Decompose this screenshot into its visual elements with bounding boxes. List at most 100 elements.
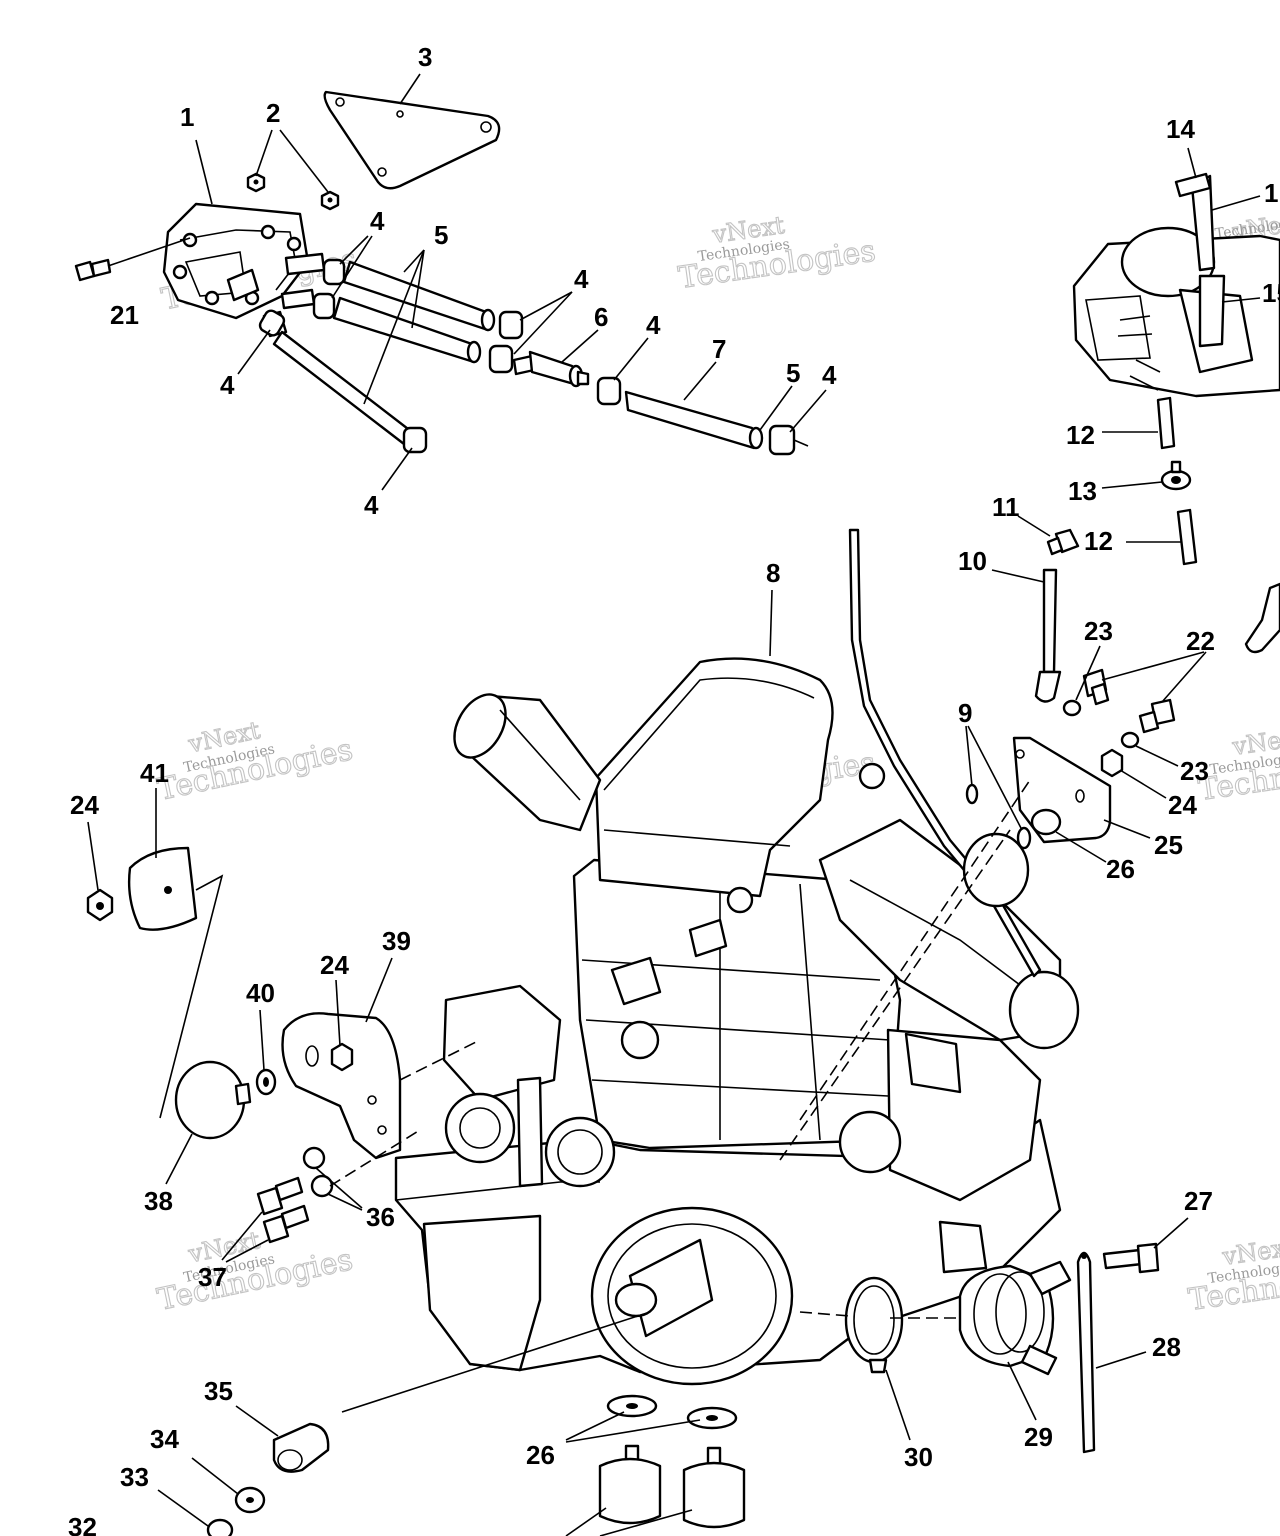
callout-1: 1: [180, 102, 194, 132]
intake-edge: [499, 709, 581, 801]
pump-outlet: [226, 268, 260, 302]
leader-line: [885, 1369, 911, 1441]
callout-4b: 4: [220, 370, 235, 400]
head-cover: [594, 657, 834, 898]
bolt-head: [1136, 1242, 1160, 1274]
leader-line: [225, 1239, 269, 1263]
washer-hole: [246, 1497, 254, 1503]
hose-clamp: [258, 309, 286, 337]
vent-hose: [1176, 508, 1198, 566]
boot-tab: [1028, 1260, 1072, 1296]
pump-screw: [286, 236, 302, 252]
nut: [1100, 748, 1124, 778]
callout-27: 27: [1184, 1186, 1213, 1216]
callout-10: 10: [958, 546, 987, 576]
mount-stud: [234, 1082, 252, 1106]
filter-outlet: [576, 370, 590, 386]
exhaust-boot: [958, 1264, 1055, 1368]
leader-line: [279, 129, 329, 193]
callout-8: 8: [766, 558, 780, 588]
callout-12b: 12: [1084, 526, 1113, 556]
rubber-mount: [682, 1461, 746, 1529]
callout-40: 40: [246, 978, 275, 1008]
callout-23b: 23: [1180, 756, 1209, 786]
callout-22: 22: [1186, 626, 1215, 656]
callout-29: 29: [1024, 1422, 1053, 1452]
carb-drain: [1129, 359, 1161, 391]
exhaust-edge: [849, 879, 1041, 1001]
leader-line: [1095, 1351, 1147, 1369]
callout-28: 28: [1152, 1332, 1181, 1362]
engine-mount-bracket: [1012, 736, 1112, 844]
strap-terminal: [1034, 670, 1062, 703]
callout-24c: 24: [1168, 790, 1197, 820]
starter-motor: [442, 984, 562, 1102]
callout-21: 21: [110, 300, 139, 330]
washer-hole: [626, 1403, 638, 1409]
starter-end-ring: [459, 1107, 501, 1149]
fuel-hose: [624, 390, 759, 450]
callout-13: 13: [1068, 476, 1097, 506]
fuel-hose: [272, 330, 414, 446]
callout-4e: 4: [822, 360, 837, 390]
spark-plug-boss: [620, 1020, 660, 1060]
callout-35: 35: [204, 1376, 233, 1406]
callout-4c: 4: [574, 264, 589, 294]
leader-line: [1103, 819, 1151, 839]
leader-line: [1075, 645, 1101, 701]
bolt-head: [858, 762, 886, 790]
leader-line: [191, 1457, 239, 1495]
leader-line: [1101, 651, 1205, 681]
pump-nipple: [280, 288, 316, 310]
bolt-shank: [274, 1176, 304, 1202]
starter-end: [444, 1092, 516, 1164]
leader-line: [565, 1411, 625, 1441]
spacer: [272, 1422, 330, 1473]
callout-37: 37: [198, 1262, 227, 1292]
leader-line: [519, 291, 573, 321]
filter-stem: [1170, 460, 1182, 474]
callout-4d: 4: [646, 310, 661, 340]
bolt-shank: [280, 1204, 310, 1230]
callout-26a: 26: [1106, 854, 1135, 884]
leader-line: [411, 249, 425, 329]
assembly-line: [399, 1039, 481, 1081]
leader-line: [769, 589, 773, 657]
callout-32: 32: [68, 1512, 97, 1536]
assembly-line: [799, 1311, 851, 1317]
leader-line: [1221, 297, 1261, 303]
leader-line: [235, 1405, 279, 1437]
mount-hole: [164, 886, 172, 894]
water-pump-ring: [557, 1129, 603, 1175]
bolt-head: [262, 1214, 290, 1244]
hose-clamp: [498, 310, 524, 340]
axis-line: [793, 439, 809, 447]
pulley-ring: [607, 1223, 777, 1369]
bolt-shank: [90, 258, 112, 278]
leader-line: [1007, 1361, 1037, 1421]
leader-line: [363, 249, 425, 405]
bracket-leader: [159, 874, 224, 1119]
callout-33: 33: [120, 1462, 149, 1492]
assembly-line: [799, 779, 1031, 1121]
grommet: [1030, 808, 1062, 836]
leader-line: [513, 291, 573, 355]
leader-line: [759, 385, 793, 431]
leader-line: [165, 1133, 193, 1185]
callout-24b: 24: [320, 950, 349, 980]
strap-eye: [1081, 1253, 1087, 1259]
washer-hole: [706, 1415, 718, 1421]
callout-30: 30: [904, 1442, 933, 1472]
oil-pump-cover: [904, 1032, 962, 1094]
pump-screw: [172, 264, 188, 280]
bracket-slot: [305, 1045, 319, 1067]
callout-1x: 1: [1264, 178, 1278, 208]
callout-3: 3: [418, 42, 432, 72]
clamp-screw: [868, 1358, 888, 1374]
bolt-axis-line: [107, 237, 191, 267]
pump-nipple: [284, 252, 326, 276]
leader-line: [1119, 769, 1167, 799]
bracket-slot: [1075, 789, 1085, 803]
callout-6: 6: [594, 302, 608, 332]
